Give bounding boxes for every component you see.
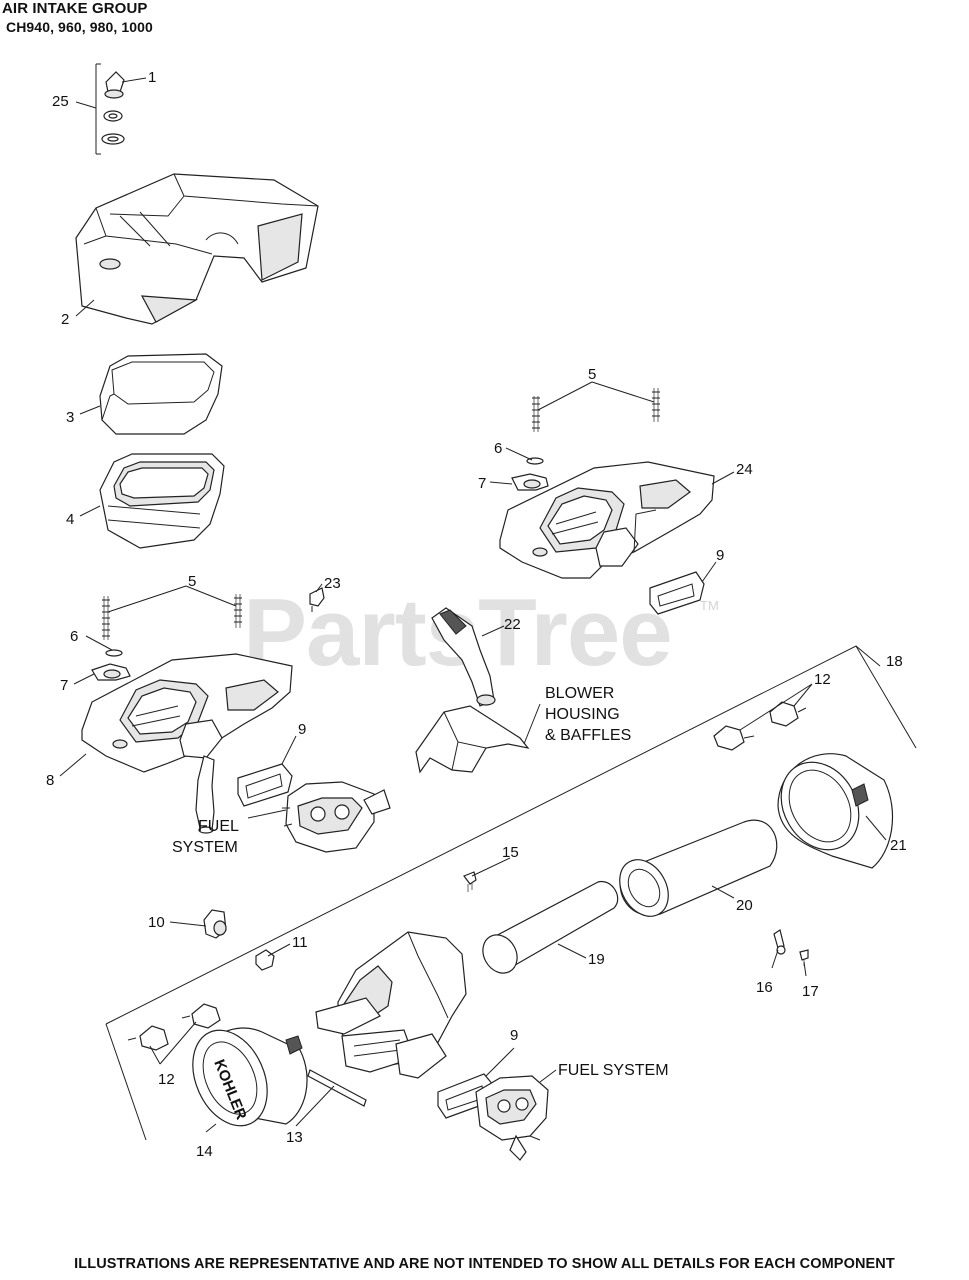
- leader-lines: [59, 77, 887, 1133]
- callout-9-upper: 9: [716, 547, 724, 564]
- inlet-housing: [315, 931, 467, 1079]
- part-2-cover: [75, 173, 319, 325]
- callout-2: 2: [61, 311, 69, 328]
- callout-8: 8: [46, 772, 54, 789]
- upper-adapter-assembly: [499, 388, 715, 579]
- callout-9-middle: 9: [298, 721, 306, 738]
- callout-4: 4: [66, 511, 74, 528]
- retainer-clips-12-lower: [127, 1003, 221, 1051]
- callout-11: 11: [292, 934, 308, 951]
- small-hardware: [203, 871, 809, 971]
- callout-23: 23: [324, 575, 341, 592]
- callout-14: 14: [196, 1143, 213, 1160]
- caption-fuel-lower: FUEL SYSTEM: [558, 1062, 669, 1079]
- callout-15: 15: [502, 844, 519, 861]
- part-19-safety-element: [482, 880, 619, 974]
- caption-fuel-upper-2: SYSTEM: [172, 839, 238, 856]
- caption-blower-3: & BAFFLES: [545, 727, 631, 744]
- lower-adapter-assembly: [81, 587, 325, 834]
- callout-5-upper: 5: [588, 366, 596, 383]
- callout-13: 13: [286, 1129, 303, 1146]
- retainer-clips-12-upper: [713, 701, 807, 751]
- caption-fuel-upper-1: FUEL: [198, 818, 239, 835]
- callout-6-upper: 6: [494, 440, 502, 457]
- part-25-kit: [95, 63, 125, 155]
- caption-blower-1: BLOWER: [545, 685, 614, 702]
- callout-25: 25: [52, 93, 69, 110]
- part-4-base: [99, 453, 225, 549]
- callout-numbers: 1 25 2 3 4 5 6 7 24 9 5 23 6 7 8 9 22 18…: [46, 69, 907, 1160]
- blower-housing-baffles: [415, 705, 530, 774]
- part-20-primary-filter: [619, 819, 778, 917]
- part-22-breather-hose: [431, 607, 496, 707]
- footer-disclaimer: ILLUSTRATIONS ARE REPRESENTATIVE AND ARE…: [74, 1256, 895, 1272]
- part-14-cleaner-cover: KOHLER: [192, 1027, 308, 1127]
- gaskets-9: [237, 571, 705, 1119]
- callout-9-lower: 9: [510, 1027, 518, 1044]
- callout-12-upper: 12: [814, 671, 831, 688]
- carburetor-upper: [282, 781, 391, 853]
- callout-12-lower: 12: [158, 1071, 175, 1088]
- carburetor-lower: [475, 1075, 549, 1161]
- callout-19: 19: [588, 951, 605, 968]
- callout-6-lower: 6: [70, 628, 78, 645]
- callout-1: 1: [148, 69, 156, 86]
- callout-20: 20: [736, 897, 753, 914]
- callout-21: 21: [890, 837, 907, 854]
- callout-7-upper: 7: [478, 475, 486, 492]
- callout-18: 18: [886, 653, 903, 670]
- callout-10: 10: [148, 914, 165, 931]
- captions: BLOWER HOUSING & BAFFLES FUEL SYSTEM FUE…: [172, 685, 669, 1079]
- diagram-title: AIR INTAKE GROUP: [2, 0, 148, 17]
- watermark-trademark: TM: [700, 598, 719, 613]
- part-21-housing: [777, 753, 894, 869]
- part-3-filter-element: [99, 353, 223, 435]
- callout-3: 3: [66, 409, 74, 426]
- callout-22: 22: [504, 616, 521, 633]
- caption-blower-2: HOUSING: [545, 706, 620, 723]
- part-13-strip: [307, 1069, 367, 1107]
- callout-24: 24: [736, 461, 753, 478]
- model-list: CH940, 960, 980, 1000: [6, 19, 153, 35]
- callout-7-lower: 7: [60, 677, 68, 694]
- callout-16: 16: [756, 979, 773, 996]
- callout-17: 17: [802, 983, 819, 1000]
- callout-5-lower: 5: [188, 573, 196, 590]
